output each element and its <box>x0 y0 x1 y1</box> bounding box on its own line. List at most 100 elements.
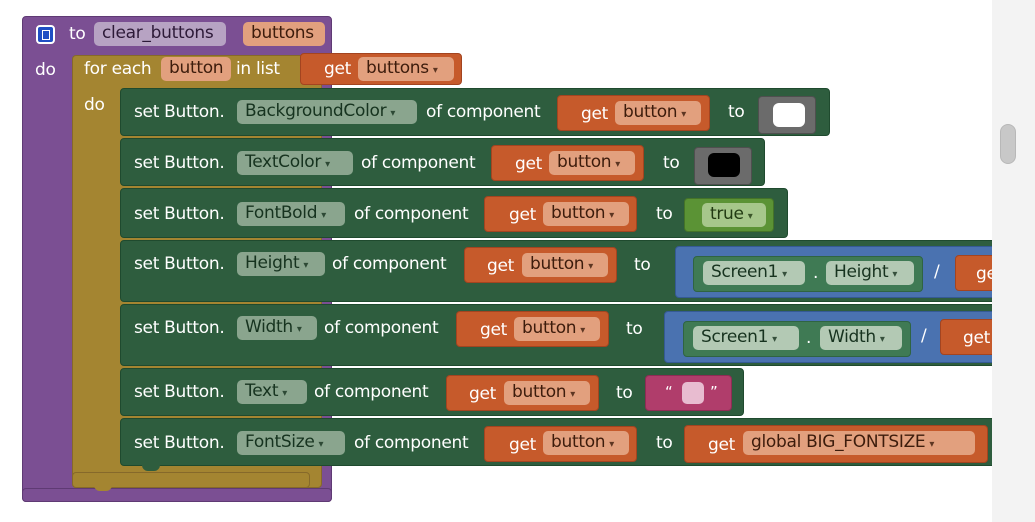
list-var-dropdown[interactable]: buttons▾ <box>358 57 454 81</box>
loop-do-label: do <box>84 95 105 115</box>
chevron-down-icon: ▾ <box>303 260 309 271</box>
procedure-param-field[interactable]: buttons <box>243 22 325 46</box>
set-text-block[interactable] <box>120 368 744 416</box>
chevron-down-icon: ▾ <box>892 269 898 280</box>
button-var-dropdown[interactable]: button▾ <box>514 317 600 341</box>
to-label: to <box>656 433 673 453</box>
chevron-down-icon: ▾ <box>318 439 324 450</box>
get-label: get <box>480 320 508 340</box>
setter-prefix: set Button. <box>134 318 225 338</box>
button-var-dropdown[interactable]: button▾ <box>615 101 701 125</box>
boolean-dropdown[interactable]: true▾ <box>702 203 766 227</box>
component-dropdown[interactable]: Screen1▾ <box>703 261 805 285</box>
loop-var-field[interactable]: button <box>161 57 231 81</box>
button-var-dropdown[interactable]: button▾ <box>504 381 590 405</box>
list-get-label: get <box>324 59 352 79</box>
loop-connector <box>94 484 112 491</box>
blocks-workspace[interactable]: to clear_buttons buttons do for each but… <box>0 0 992 522</box>
to-label: to <box>728 102 745 122</box>
chevron-down-icon: ▾ <box>282 388 287 399</box>
chevron-down-icon: ▾ <box>609 210 615 221</box>
setter-prefix: set Button. <box>134 204 225 224</box>
property-dropdown[interactable]: Height▾ <box>237 252 325 276</box>
to-label: to <box>656 204 673 224</box>
property-dropdown[interactable]: FontBold▾ <box>237 202 345 226</box>
get-block-partial[interactable] <box>955 255 992 291</box>
chevron-down-icon: ▾ <box>432 65 438 76</box>
scrollbar-thumb[interactable] <box>1000 124 1016 164</box>
setter-prefix: set Button. <box>134 102 225 122</box>
setter-prefix: set Button. <box>134 382 225 402</box>
button-var-dropdown[interactable]: button▾ <box>522 253 608 277</box>
set-textcolor-block[interactable] <box>120 138 765 186</box>
property-dropdown[interactable]: Width▾ <box>237 316 317 340</box>
global-var-dropdown[interactable]: global BIG_FONTSIZE▾ <box>743 431 975 455</box>
member-dropdown[interactable]: Height▾ <box>826 261 914 285</box>
property-dropdown[interactable]: BackgroundColor▾ <box>237 100 417 124</box>
vertical-scrollbar[interactable] <box>992 0 1035 522</box>
divide-operator: / <box>934 262 940 282</box>
chevron-down-icon: ▾ <box>390 108 396 119</box>
chevron-down-icon: ▾ <box>580 325 586 336</box>
chevron-down-icon: ▾ <box>681 109 687 120</box>
close-quote: ” <box>710 383 718 401</box>
of-component-label: of component <box>354 433 469 453</box>
dot-separator: . <box>806 328 812 348</box>
empty-text-field[interactable] <box>682 382 704 404</box>
chevron-down-icon: ▾ <box>609 439 615 450</box>
statement-connector <box>142 463 160 471</box>
get-label: get <box>515 154 543 174</box>
get-block-partial[interactable] <box>940 319 992 355</box>
for-each-footer <box>72 472 310 488</box>
component-dropdown[interactable]: Screen1▾ <box>693 326 799 350</box>
get-label: get <box>469 384 497 404</box>
to-label: to <box>663 153 680 173</box>
chevron-down-icon: ▾ <box>782 269 787 280</box>
chevron-down-icon: ▾ <box>325 159 330 170</box>
get-global-label: get <box>708 435 736 455</box>
of-component-label: of component <box>324 318 439 338</box>
chevron-down-icon: ▾ <box>615 159 621 170</box>
of-component-label: of component <box>426 102 541 122</box>
of-component-label: of component <box>332 254 447 274</box>
to-label: to <box>634 255 651 275</box>
get-label: get <box>581 104 609 124</box>
setter-prefix: set Button. <box>134 254 225 274</box>
chevron-down-icon: ▾ <box>296 324 302 335</box>
get-label: get <box>487 256 515 276</box>
open-quote: “ <box>665 383 673 401</box>
gear-icon[interactable] <box>36 25 55 44</box>
button-var-dropdown[interactable]: button▾ <box>549 151 635 175</box>
button-var-dropdown[interactable]: button▾ <box>543 202 629 226</box>
procedure-do-label: do <box>35 60 56 80</box>
color-swatch-white[interactable] <box>773 103 805 127</box>
get-label: get <box>509 435 537 455</box>
setter-prefix: set Button. <box>134 433 225 453</box>
set-fontbold-block[interactable] <box>120 188 788 238</box>
of-component-label: of component <box>361 153 476 173</box>
to-label: to <box>626 319 643 339</box>
property-dropdown[interactable]: FontSize▾ <box>237 431 345 455</box>
color-swatch-black[interactable] <box>708 153 740 177</box>
of-component-label: of component <box>354 204 469 224</box>
divide-operator: / <box>921 326 927 346</box>
procedure-name-field[interactable]: clear_buttons <box>94 22 226 46</box>
chevron-down-icon: ▾ <box>772 334 777 345</box>
get-label-partial: ge <box>976 264 992 284</box>
setter-prefix: set Button. <box>134 153 225 173</box>
chevron-down-icon: ▾ <box>588 261 594 272</box>
for-each-label: for each <box>84 59 152 79</box>
property-dropdown[interactable]: TextColor▾ <box>237 151 353 175</box>
chevron-down-icon: ▾ <box>879 334 885 345</box>
property-dropdown[interactable]: Text▾ <box>237 380 307 404</box>
dot-separator: . <box>813 263 819 283</box>
get-label: get <box>509 205 537 225</box>
procedure-block-footer <box>22 488 332 502</box>
member-dropdown[interactable]: Width▾ <box>820 326 902 350</box>
in-list-label: in list <box>236 59 280 79</box>
to-label: to <box>616 383 633 403</box>
chevron-down-icon: ▾ <box>570 389 576 400</box>
button-var-dropdown[interactable]: button▾ <box>543 431 629 455</box>
chevron-down-icon: ▾ <box>321 210 326 221</box>
chevron-down-icon: ▾ <box>929 439 935 450</box>
